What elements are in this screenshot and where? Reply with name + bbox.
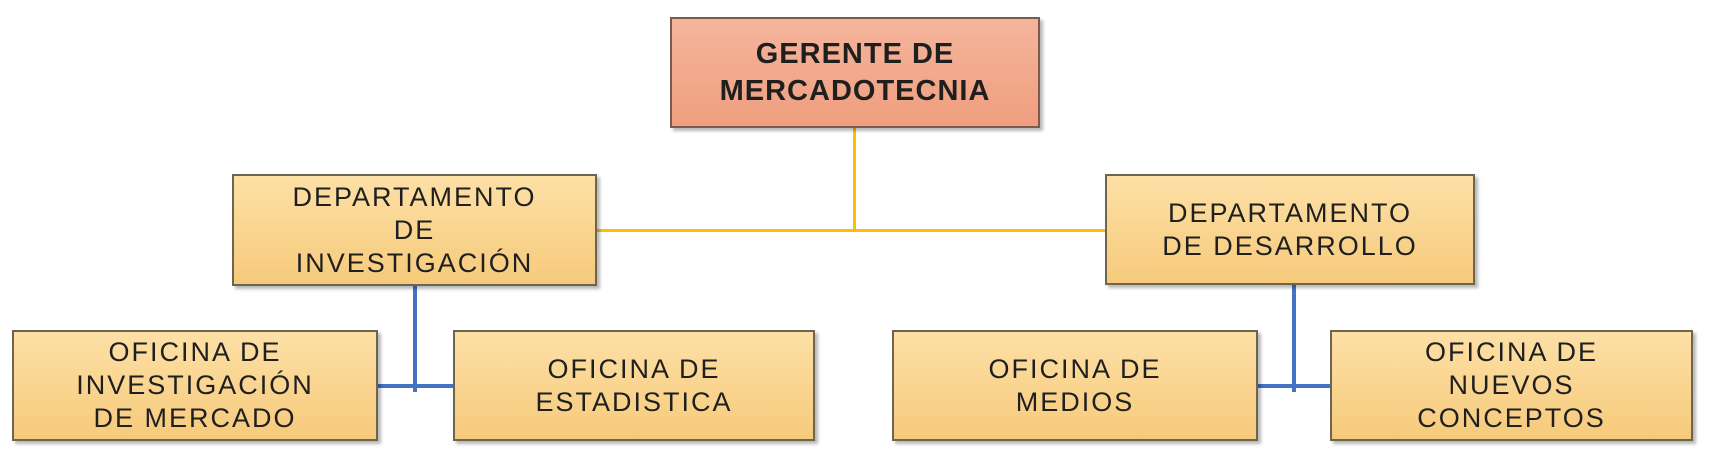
- node-label-line: DE MERCADO: [93, 403, 297, 433]
- connector-departments-crossbar-line: [597, 229, 1105, 232]
- node-oficina-de-investigacion-de-mercado: OFICINA DE INVESTIGACIÓN DE MERCADO: [12, 330, 378, 441]
- node-oficina-de-nuevos-conceptos: OFICINA DE NUEVOS CONCEPTOS: [1330, 330, 1693, 441]
- node-label-line: NUEVOS: [1448, 370, 1575, 400]
- node-oficina-de-estadistica: OFICINA DE ESTADISTICA: [453, 330, 815, 441]
- node-label-line: INVESTIGACIÓN: [76, 370, 314, 400]
- connector-gerente-trunk-line: [853, 128, 856, 232]
- node-label-line: ESTADISTICA: [535, 386, 733, 417]
- node-label-line: GERENTE DE: [755, 37, 955, 70]
- node-label-line: DE DESARROLLO: [1162, 230, 1418, 261]
- connector-desarrollo-offices-line: [1258, 384, 1330, 388]
- node-departamento-de-investigacion: DEPARTAMENTO DE INVESTIGACIÓN: [232, 174, 597, 286]
- connector-investigacion-drop-line: [413, 286, 417, 392]
- node-label-line: OFICINA DE: [547, 353, 721, 384]
- node-label-line: OFICINA DE: [988, 353, 1162, 384]
- node-label-line: OFICINA DE: [108, 337, 282, 367]
- node-label-line: DE: [393, 214, 436, 245]
- node-label-line: MEDIOS: [1015, 386, 1135, 417]
- node-gerente-de-mercadotecnia: GERENTE DE MERCADOTECNIA: [670, 17, 1040, 128]
- node-label-line: OFICINA DE: [1424, 337, 1599, 367]
- node-label-line: INVESTIGACIÓN: [295, 247, 534, 278]
- node-departamento-de-desarrollo: DEPARTAMENTO DE DESARROLLO: [1105, 174, 1475, 285]
- connector-investigacion-offices-line: [378, 384, 453, 388]
- node-label-line: DEPARTAMENTO: [292, 181, 537, 212]
- node-oficina-de-medios: OFICINA DE MEDIOS: [892, 330, 1258, 441]
- connector-desarrollo-drop-line: [1292, 284, 1296, 392]
- node-label-line: CONCEPTOS: [1417, 403, 1606, 433]
- node-label-line: MERCADOTECNIA: [719, 74, 991, 107]
- node-label-line: DEPARTAMENTO: [1167, 197, 1413, 228]
